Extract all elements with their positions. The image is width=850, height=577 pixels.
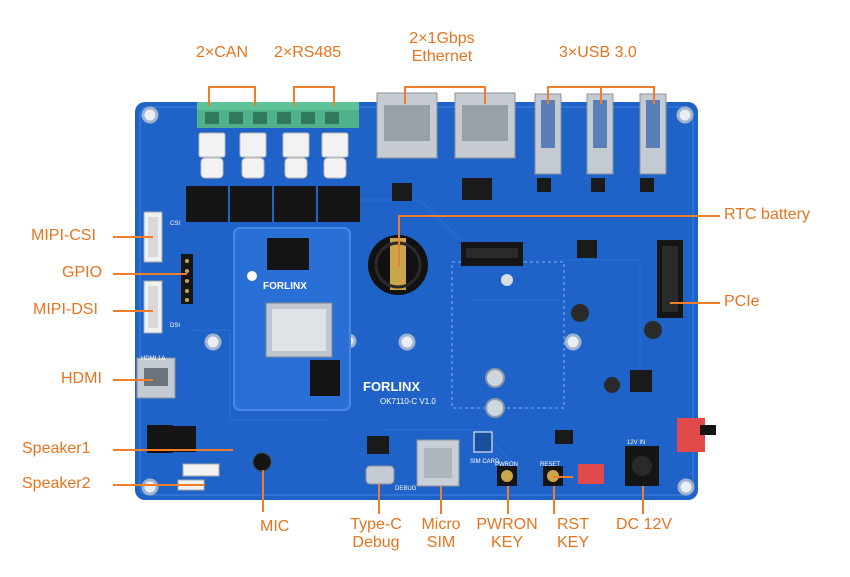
label-rst-2: KEY [556,534,589,551]
label-mipi-csi: MIPI-CSI [31,227,96,244]
silk-csi: CSI [170,221,181,227]
callout-eth-leg2 [484,86,486,104]
label-mic: MIC [260,518,290,535]
board-model: OK7110-C V1.0 [380,397,436,406]
callout-csi [113,236,153,238]
callout-usb-leg2 [600,86,602,104]
callout-mic [262,470,264,512]
silk-debug: DEBUG [395,486,417,492]
label-ethernet-2: Ethernet [411,48,473,65]
callout-usb-leg3 [653,86,655,104]
label-pwron-2: KEY [490,534,523,551]
callout-rtc [398,215,720,217]
label-pcie: PCIe [724,293,760,310]
callout-can [208,86,256,88]
silk-reset: RESET [540,462,561,468]
som-logo: FORLINX [263,281,307,292]
label-rtc-battery: RTC battery [724,206,810,223]
silk-dsi: DSI [170,323,181,329]
gpio-header [181,254,193,304]
callout-dsi [113,310,153,312]
callout-eth [404,86,486,88]
label-sim-1: Micro [421,516,461,533]
label-speaker1: Speaker1 [22,440,91,457]
hdmi-connector [136,357,176,399]
silk-hdmi: HDMI 1A [141,356,166,362]
callout-can-leg2 [254,86,256,106]
callout-rst-leg [553,476,573,478]
callout-pcie [670,302,720,304]
callout-pwron [507,486,509,514]
label-mipi-dsi: MIPI-DSI [33,301,98,318]
callout-usb-leg1 [547,86,549,104]
callout-gpio [113,273,187,275]
label-sim-2: SIM [426,534,456,551]
label-gpio: GPIO [62,264,103,281]
callout-rst [553,486,555,514]
silk-sim: SIM CARD [470,459,500,465]
board-logo: FORLINX [363,379,421,394]
callout-eth-leg1 [404,86,406,104]
mipi-dsi-connector [143,280,163,334]
usb-ports [534,93,667,175]
label-speaker2: Speaker2 [22,475,91,492]
label-dc-12v: DC 12V [616,516,673,533]
label-pwron-1: PWRON [476,516,538,533]
label-rs485: 2×RS485 [274,44,342,61]
mipi-csi-connector [143,211,163,263]
system-on-module [233,227,351,411]
callout-sim [440,486,442,514]
callout-speaker1 [113,449,233,451]
label-typec-1: Type-C [350,516,402,533]
callout-hdmi [113,379,153,381]
terminal-blocks [197,102,359,128]
label-rst-1: RST [557,516,589,533]
callout-can-leg1 [208,86,210,106]
label-hdmi: HDMI [61,370,102,387]
callout-dc [642,486,644,514]
callout-rs485-leg2 [333,86,335,106]
label-typec-2: Debug [352,534,400,551]
callout-rtc-leg [398,215,400,267]
label-can: 2×CAN [196,44,249,61]
callout-typec [378,484,380,514]
label-usb: 3×USB 3.0 [559,44,637,61]
callout-speaker2 [113,484,205,486]
callout-rs485-leg1 [293,86,295,106]
silk-dc: 12V IN [627,440,646,446]
callout-rs485 [293,86,335,88]
label-ethernet-1: 2×1Gbps [409,30,475,47]
silk-pwron: PWRON [495,462,518,468]
